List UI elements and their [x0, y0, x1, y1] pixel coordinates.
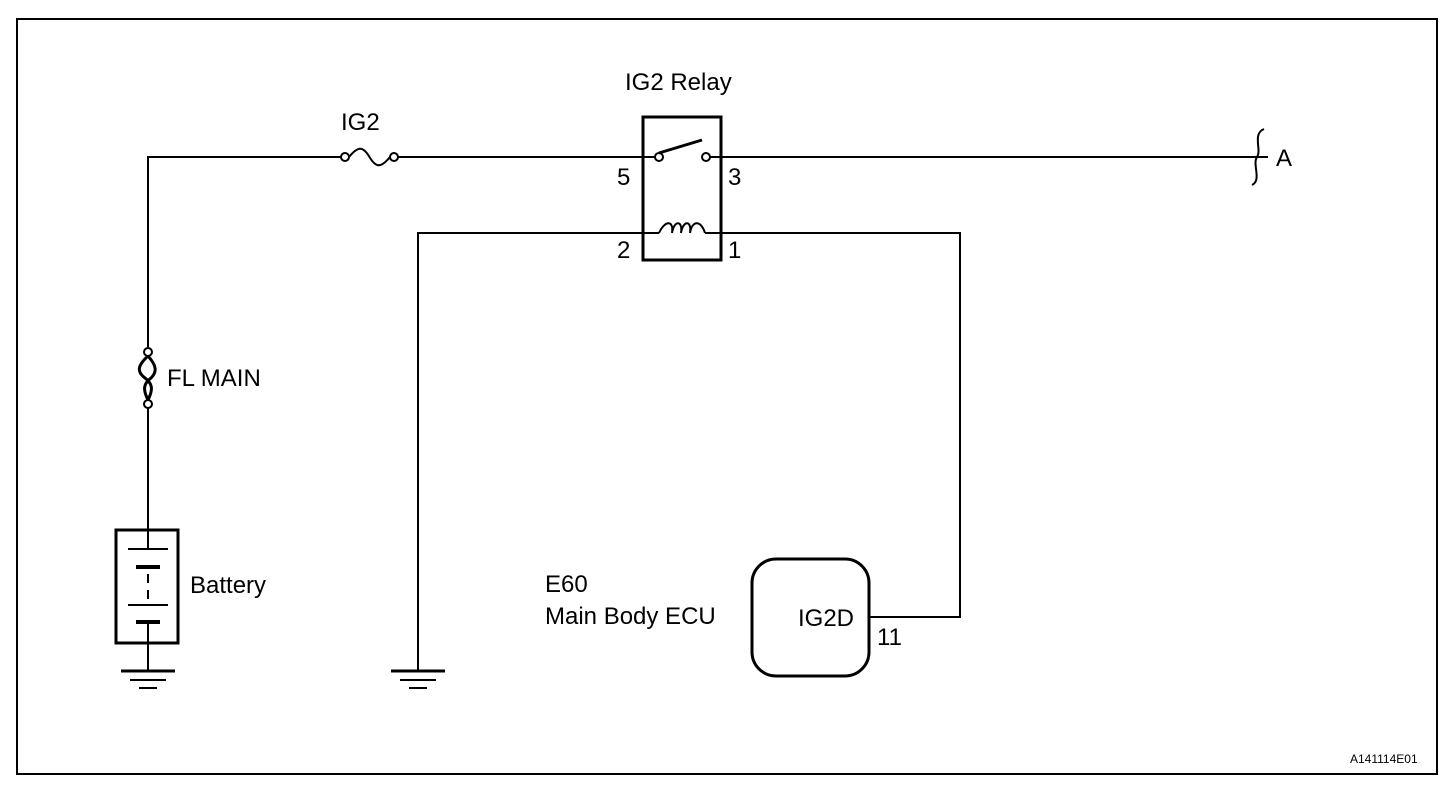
- ecu-pin-label: 11: [877, 624, 902, 651]
- ecu-terminal-label: IG2D: [798, 605, 854, 632]
- wire-relay-to-ground: [417, 232, 659, 670]
- diagram-border: [16, 18, 1438, 775]
- relay-switch-arm: [658, 138, 703, 155]
- figure-id: A141114E01: [1350, 752, 1418, 766]
- fl-main-fusible-link: [137, 347, 157, 409]
- relay-contact-3: [701, 152, 711, 162]
- ig2-fuse-label: IG2: [341, 109, 380, 136]
- relay-pin-2-label: 2: [617, 237, 630, 264]
- ecu-code-label: E60: [545, 571, 588, 598]
- relay-pin-5-label: 5: [617, 164, 630, 191]
- ecu-name-label: Main Body ECU: [545, 603, 716, 630]
- ground-symbol-relay: [391, 669, 445, 689]
- relay-contact-5: [654, 152, 664, 162]
- ig2-fuse-symbol: [340, 147, 399, 167]
- wire-battery-to-ig2-fuse: [147, 156, 341, 347]
- ig2-relay: [641, 115, 723, 262]
- ground-symbol-battery: [121, 669, 175, 689]
- main-body-ecu-box: [750, 557, 871, 678]
- relay-pin-1-label: 1: [728, 237, 741, 264]
- fl-main-label: FL MAIN: [167, 365, 261, 392]
- connector-a-symbol: [1251, 128, 1265, 186]
- relay-box: [641, 115, 723, 262]
- relay-pin-3-label: 3: [728, 164, 741, 191]
- relay-coil: [658, 222, 706, 234]
- battery-label: Battery: [190, 572, 266, 599]
- battery: [114, 528, 180, 645]
- wire-relay-to-ecu: [705, 232, 961, 618]
- ig2-relay-label: IG2 Relay: [625, 69, 732, 96]
- connector-a-label: A: [1276, 145, 1292, 172]
